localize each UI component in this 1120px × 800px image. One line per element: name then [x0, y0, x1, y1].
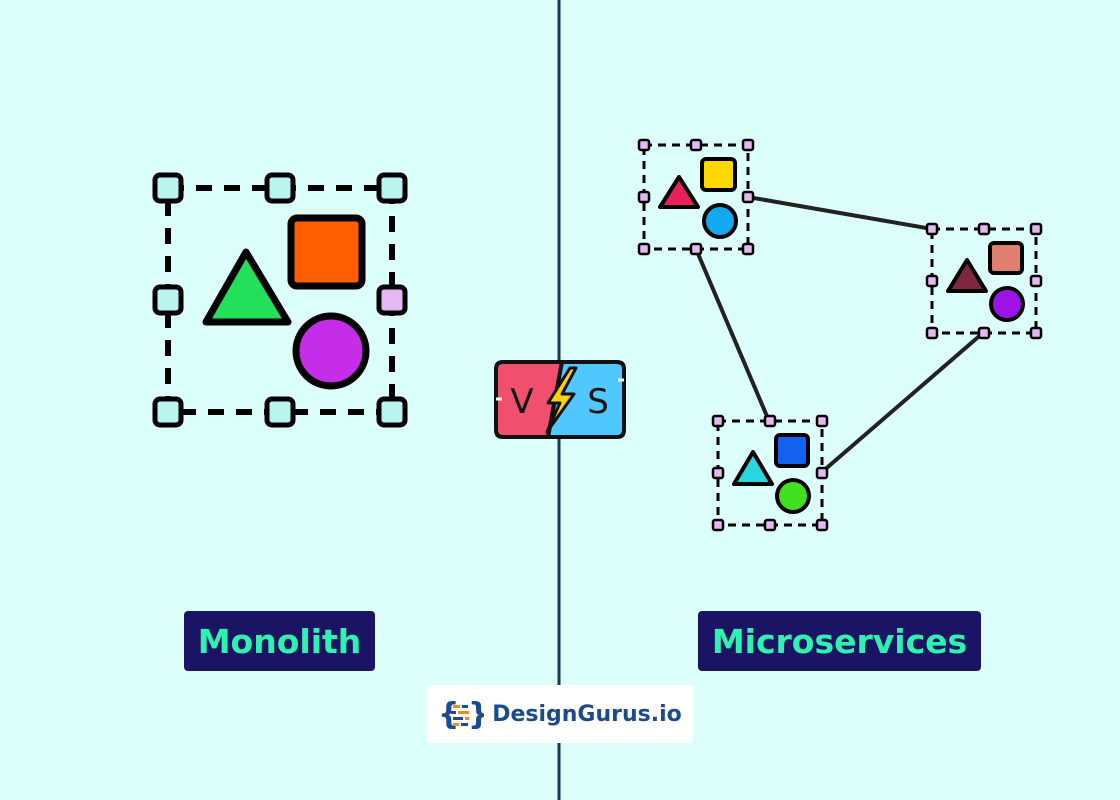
handle: [152, 172, 184, 204]
microservices-label: Microservices: [698, 611, 981, 671]
handle: [741, 190, 755, 204]
handle: [689, 138, 703, 152]
service-a-circle: [702, 203, 738, 239]
monolith-triangle: [202, 248, 292, 326]
monolith-square: [287, 214, 366, 290]
vs-letter-left: V: [510, 382, 533, 422]
handle: [376, 284, 408, 316]
handle: [637, 138, 651, 152]
connection-a-b: [747, 195, 933, 231]
handle: [264, 172, 296, 204]
monolith-circle: [292, 312, 370, 390]
handle: [152, 396, 184, 428]
handle: [1029, 326, 1043, 340]
handle: [637, 242, 651, 256]
svg-text:{: {: [438, 697, 459, 732]
brand-name: DesignGurus.io: [492, 701, 682, 727]
service-a-square: [700, 157, 737, 192]
handle: [689, 242, 703, 256]
svg-text:}: }: [468, 697, 484, 732]
handle: [977, 326, 991, 340]
handle: [711, 414, 725, 428]
vs-badge-left: [494, 360, 564, 439]
service-c-circle: [775, 478, 811, 514]
handle: [741, 138, 755, 152]
connection-b-c: [820, 330, 986, 474]
handle: [815, 466, 829, 480]
service-b-triangle: [946, 258, 988, 293]
vs-badge: V S: [494, 360, 626, 439]
handle: [977, 222, 991, 236]
service-c-square: [774, 433, 810, 468]
vs-letter-right: S: [587, 382, 609, 422]
handle: [815, 414, 829, 428]
connection-a-c: [694, 248, 771, 422]
brand-badge: { } DesignGurus.io: [427, 685, 693, 743]
service-c-triangle: [732, 450, 774, 486]
handle: [1029, 222, 1043, 236]
handle: [925, 274, 939, 288]
handle: [376, 172, 408, 204]
handle: [925, 222, 939, 236]
monolith-group: [152, 172, 408, 428]
designgurus-logo-icon: { }: [438, 697, 484, 732]
handle: [1029, 274, 1043, 288]
service-b-circle: [989, 286, 1025, 322]
service-a: [637, 138, 755, 256]
service-b-square: [988, 241, 1024, 275]
monolith-label: Monolith: [184, 611, 375, 671]
handle: [376, 396, 408, 428]
handle: [637, 190, 651, 204]
service-b: [925, 222, 1043, 340]
handle: [763, 414, 777, 428]
handle: [711, 466, 725, 480]
handle: [815, 518, 829, 532]
service-a-triangle: [658, 175, 700, 209]
handle: [711, 518, 725, 532]
monolith-handles: [152, 172, 408, 428]
service-connections: [694, 195, 986, 474]
handle: [925, 326, 939, 340]
handle: [264, 396, 296, 428]
lightning-bolt-icon: [545, 366, 578, 434]
handle: [741, 242, 755, 256]
service-c: [711, 414, 829, 532]
handle: [152, 284, 184, 316]
handle: [763, 518, 777, 532]
